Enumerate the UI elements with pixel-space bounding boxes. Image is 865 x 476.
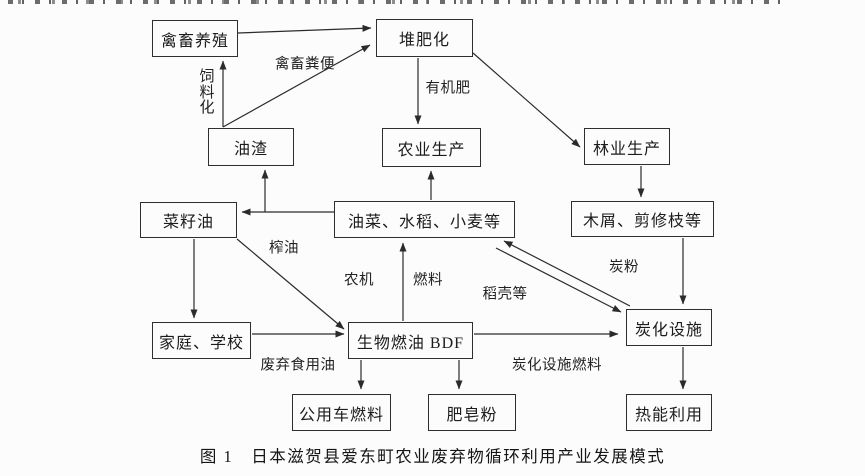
node-forestry-production: 林业生产	[584, 128, 670, 165]
edge-label-charcoal-powder: 炭粉	[609, 259, 639, 276]
node-soap-powder: 肥皂粉	[428, 394, 516, 431]
edge-label-rice-husk: 稻壳等	[482, 286, 528, 303]
node-household-school: 家庭、学校	[152, 322, 251, 359]
node-crops: 油菜、水稻、小麦等	[334, 201, 515, 238]
node-rapeseed-oil: 菜籽油	[140, 202, 237, 238]
edge-label-oil-pressing: 榨油	[269, 240, 299, 257]
clipped-text-remnant	[8, 0, 790, 4]
edge-label-organic-fertilizer: 有机肥	[425, 80, 471, 97]
edge-label-fuel: 燃料	[413, 272, 443, 289]
node-carbonization-facility: 炭化设施	[626, 309, 712, 346]
node-biofuel-bdf: 生物燃油 BDF	[348, 322, 473, 359]
edge-label-waste-cooking-oil: 废弃食用油	[260, 357, 336, 374]
edge-label-carbonization-fuel: 炭化设施燃料	[512, 357, 602, 374]
node-oil-residue: 油渣	[208, 128, 294, 166]
edge-label-feed-conversion: 饲料化	[199, 69, 215, 116]
node-public-vehicle-fuel: 公用车燃料	[292, 394, 391, 431]
edge-label-farm-machinery: 农机	[344, 272, 374, 289]
edge-label-manure: 禽畜粪便	[275, 56, 335, 73]
node-wood-chips: 木屑、剪修枝等	[571, 201, 714, 237]
figure-caption: 图 1 日本滋贺县爱东町农业废弃物循环利用产业发展模式	[199, 447, 666, 466]
node-thermal-energy-use: 热能利用	[626, 394, 712, 431]
node-composting: 堆肥化	[376, 19, 473, 57]
node-livestock-farming: 禽畜养殖	[152, 20, 238, 57]
node-agricultural-production: 农业生产	[382, 128, 481, 167]
